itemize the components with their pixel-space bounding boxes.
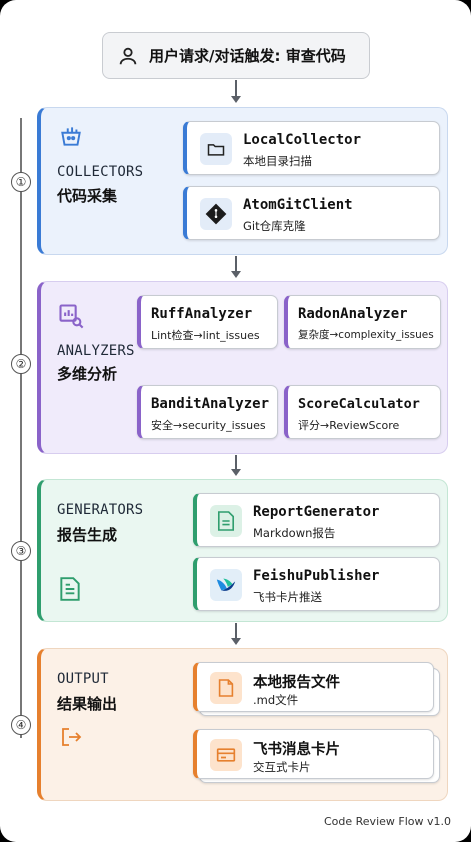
flow-arrow-line (235, 623, 237, 640)
generator-card-report: ReportGenerator Markdown报告 (193, 493, 440, 547)
generator-name: ReportGenerator (253, 504, 380, 520)
flow-arrow-line (235, 455, 237, 471)
step-marker-4: ④ (11, 715, 31, 735)
analyzer-card-radon: RadonAnalyzer 复杂度→complexity_issues (284, 295, 441, 349)
flow-arrow-head (231, 96, 241, 103)
collector-name: AtomGitClient (243, 197, 353, 213)
analyzer-card-bandit: BanditAnalyzer 安全→security_issues (137, 385, 278, 439)
feishu-bird-icon (210, 569, 242, 601)
generators-section: GENERATORS 报告生成 ReportGenerator Markdown… (37, 479, 448, 622)
collector-bucket-icon (58, 123, 84, 153)
output-title-en: OUTPUT (57, 671, 109, 687)
step-marker-1: ① (11, 172, 31, 192)
analyzers-title-cn: 多维分析 (57, 365, 118, 383)
flow-arrow-head (231, 271, 241, 278)
collector-card-local: LocalCollector 本地目录扫描 (183, 121, 440, 175)
generators-title-cn: 报告生成 (57, 526, 118, 544)
collectors-title-en: COLLECTORS (57, 164, 144, 180)
generator-desc: Markdown报告 (253, 526, 336, 540)
output-section: OUTPUT 结果输出 本地报告文件 .md文件 飞书消息卡片 交互式卡片 (37, 648, 448, 801)
output-desc: 交互式卡片 (253, 760, 311, 774)
generators-title-en: GENERATORS (57, 502, 144, 518)
analyzer-desc: Lint检查→lint_issues (151, 329, 260, 342)
output-title-cn: 结果输出 (57, 695, 118, 713)
analytics-search-icon (57, 302, 85, 334)
analyzers-section: ANALYZERS 多维分析 RuffAnalyzer Lint检查→lint_… (37, 281, 448, 454)
output-name: 本地报告文件 (253, 675, 340, 691)
analyzer-name: RadonAnalyzer (298, 306, 408, 322)
collectors-title-cn: 代码采集 (57, 187, 118, 205)
flow-arrow-head (231, 469, 241, 476)
analyzer-name: BanditAnalyzer (151, 396, 270, 412)
analyzer-desc: 复杂度→complexity_issues (298, 329, 434, 341)
collector-desc: 本地目录扫描 (243, 154, 312, 168)
folder-icon (200, 133, 232, 165)
analyzer-name: RuffAnalyzer (151, 306, 253, 322)
file-icon (210, 672, 242, 704)
output-card-feishu-message: 飞书消息卡片 交互式卡片 (193, 729, 434, 779)
collector-card-atomgit: AtomGitClient Git仓库克隆 (183, 186, 440, 240)
trigger-label: 用户请求/对话触发: 审查代码 (149, 47, 346, 65)
output-desc: .md文件 (253, 693, 299, 707)
flow-arrow-head (231, 638, 241, 645)
output-name: 飞书消息卡片 (253, 742, 340, 758)
analyzer-desc: 安全→security_issues (151, 419, 266, 432)
generator-desc: 飞书卡片推送 (253, 590, 322, 604)
analyzer-card-score: ScoreCalculator 评分→ReviewScore (284, 385, 441, 439)
flow-arrow-line (235, 256, 237, 273)
step-marker-2: ② (11, 354, 31, 374)
output-card-local-report: 本地报告文件 .md文件 (193, 662, 434, 712)
collector-desc: Git仓库克隆 (243, 219, 306, 233)
step-marker-3: ③ (11, 541, 31, 561)
report-icon (210, 505, 242, 537)
document-icon (59, 576, 81, 606)
user-icon (117, 45, 139, 67)
trigger-box: 用户请求/对话触发: 审查代码 (102, 32, 370, 79)
footer-version: Code Review Flow v1.0 (323, 815, 451, 828)
analyzer-name: ScoreCalculator (298, 396, 420, 412)
export-icon (59, 725, 83, 753)
analyzer-desc: 评分→ReviewScore (298, 419, 400, 432)
analyzers-title-en: ANALYZERS (57, 343, 135, 359)
collector-name: LocalCollector (243, 132, 362, 148)
generator-name: FeishuPublisher (253, 568, 380, 584)
analyzer-card-ruff: RuffAnalyzer Lint检查→lint_issues (137, 295, 278, 349)
flow-arrow-line (235, 80, 237, 98)
step-rail (20, 118, 22, 738)
collectors-section: COLLECTORS 代码采集 LocalCollector 本地目录扫描 At… (37, 107, 448, 255)
card-icon (210, 739, 242, 771)
git-icon (200, 198, 232, 230)
generator-card-feishu: FeishuPublisher 飞书卡片推送 (193, 557, 440, 611)
